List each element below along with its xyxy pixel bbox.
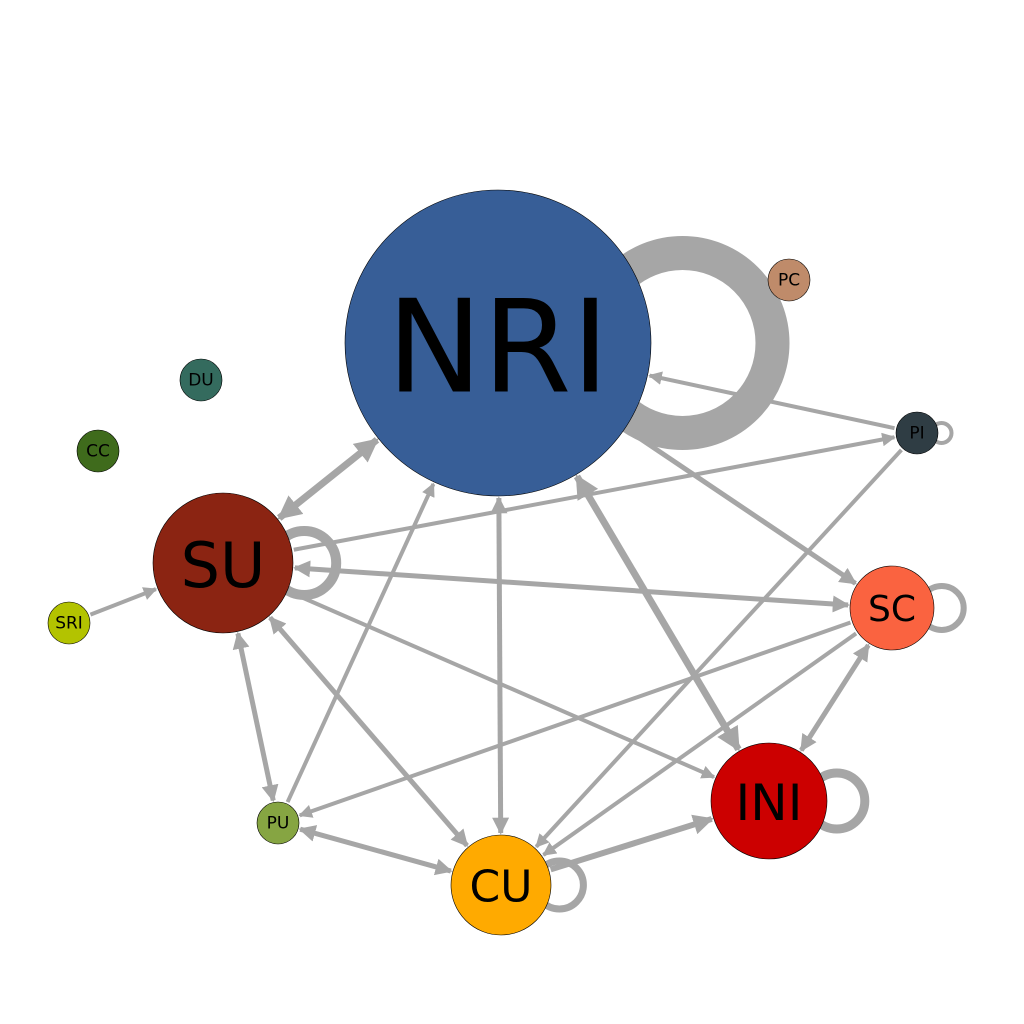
node-pi: PI (895, 411, 939, 455)
node-pu: PU (256, 801, 300, 845)
node-sc: SC (849, 565, 935, 651)
edge-su-cu (268, 615, 469, 848)
node-label-cc: CC (86, 442, 110, 462)
edge-sc-su (293, 560, 850, 613)
node-ini: INI (710, 742, 828, 860)
node-cu: CU (450, 834, 552, 936)
node-label-pi: PI (909, 424, 924, 444)
node-circle-du (179, 358, 223, 402)
edge-sri-su (89, 587, 158, 617)
edge-pi-cu (534, 448, 903, 849)
edge-pi-nri (648, 371, 895, 431)
nodes-layer: NRI SU SC INI CU PU PI PC DU CC SRI (47, 189, 939, 936)
node-circle-sri (47, 601, 91, 645)
edge-su-pu (232, 631, 279, 803)
node-circle-cc (76, 429, 120, 473)
node-label-pc: PC (778, 271, 800, 291)
edge-nri-sc (625, 427, 857, 586)
node-su: SU (152, 492, 294, 634)
node-circle-pc (767, 258, 811, 302)
edge-sc-ini (799, 643, 871, 752)
edges-layer (89, 371, 903, 876)
node-cc: CC (76, 429, 120, 473)
node-circle-pi (895, 411, 939, 455)
node-circle-sc (849, 565, 935, 651)
edge-nri-ini (573, 474, 742, 752)
edge-sc-pu (298, 620, 852, 818)
node-circle-nri (344, 189, 652, 497)
node-circle-ini (710, 742, 828, 860)
node-sri: SRI (47, 601, 91, 645)
node-nri: NRI (344, 189, 652, 497)
node-pc: PC (767, 258, 811, 302)
edge-nri-cu (490, 496, 510, 835)
node-label-su: SU (181, 529, 266, 602)
edge-nri-su (277, 437, 380, 521)
edge-su-pi (293, 432, 896, 552)
node-label-sri: SRI (55, 614, 83, 634)
node-circle-su (152, 492, 294, 634)
node-circle-cu (450, 834, 552, 936)
node-label-nri: NRI (387, 274, 609, 423)
edge-pu-cu (298, 825, 453, 876)
node-label-cu: CU (470, 861, 533, 912)
node-label-ini: INI (736, 774, 803, 832)
edge-cu-ini (549, 814, 714, 873)
node-label-sc: SC (868, 589, 916, 630)
node-circle-pu (256, 801, 300, 845)
node-du: DU (179, 358, 223, 402)
node-label-du: DU (188, 371, 214, 391)
node-label-pu: PU (267, 814, 290, 834)
